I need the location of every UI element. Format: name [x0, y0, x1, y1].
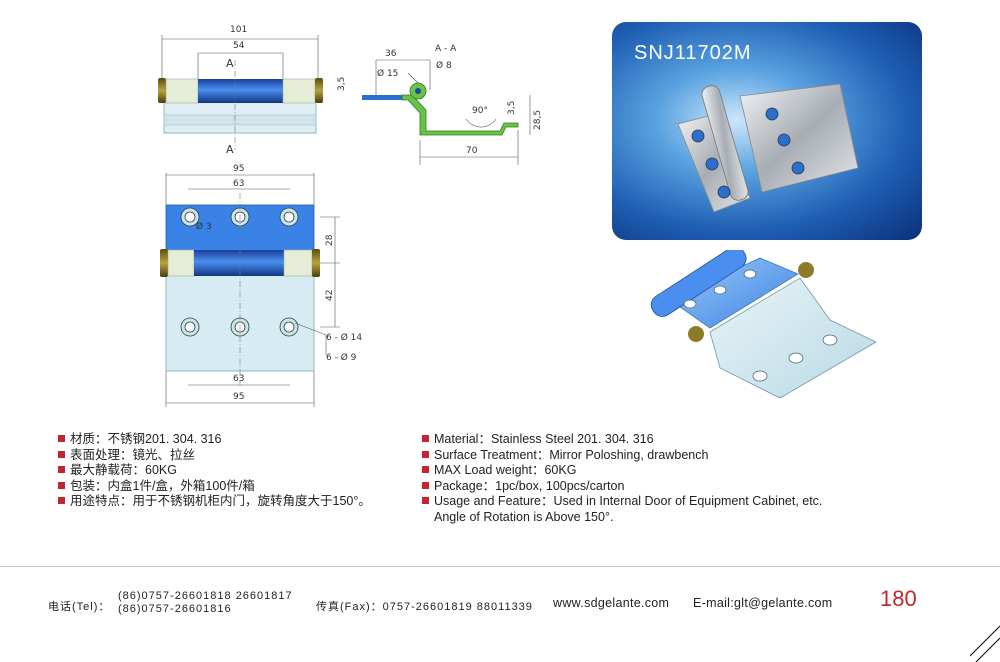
- crop-mark-icon: [970, 625, 1000, 662]
- section-view: A - A 36 Ø 15 Ø 8 3,5 70 90° 3,5 28,5: [337, 44, 543, 165]
- knuckle: [198, 79, 283, 103]
- bullet-icon: [422, 450, 429, 458]
- dim-95-bottom: 95: [233, 392, 244, 402]
- page-number: 180: [880, 586, 917, 611]
- dim-3-5-b: 3,5: [507, 101, 517, 115]
- product-photo: SNJ11702M: [612, 22, 922, 240]
- dim-d3: Ø 3: [196, 221, 212, 232]
- dim-36: 36: [385, 49, 397, 59]
- dim-3-5-a: 3,5: [337, 77, 347, 91]
- dim-d15: Ø 15: [377, 68, 398, 79]
- fax-number: 传真(Fax)：0757-26601819 88011339: [316, 601, 533, 613]
- spec-cn-item: 包装：内盒1件/盒，外箱100件/箱: [58, 479, 371, 495]
- pin-cap-left: [158, 78, 166, 103]
- dim-28-5: 28,5: [533, 110, 543, 130]
- technical-drawing: 101 54 A A A - A 36 Ø 15 Ø 8 3,5 70: [158, 25, 543, 407]
- dim-90deg: 90°: [472, 106, 488, 116]
- hinge-photo-illustration: [677, 83, 859, 213]
- dim-95-top: 95: [233, 164, 244, 174]
- dim-d8: Ø 8: [436, 60, 452, 71]
- specs-cn-list: 材质：不锈钢201. 304. 316 表面处理：镜光、拉丝 最大静载荷：60K…: [58, 432, 371, 510]
- tel-line-2: (86)0757-26601816: [118, 603, 232, 615]
- spec-cn-item: 表面处理：镜光、拉丝: [58, 448, 371, 464]
- footer-divider: [0, 566, 1000, 567]
- dim-101: 101: [230, 25, 247, 35]
- bullet-icon: [422, 481, 429, 489]
- spec-en-item-continued: Angle of Rotation is Above 150°.: [434, 509, 614, 524]
- dim-70: 70: [466, 146, 478, 156]
- tel-line-1: (86)0757-26601818 26601817: [118, 590, 293, 602]
- front-view: 101 54 A A: [158, 25, 323, 156]
- dim-63-bottom: 63: [233, 374, 244, 384]
- callout-9: 6 - Ø 9: [326, 352, 357, 363]
- spec-cn-item: 材质：不锈钢201. 304. 316: [58, 432, 371, 448]
- section-mark-bottom: A: [226, 143, 234, 156]
- bullet-icon: [422, 466, 429, 473]
- bullet-icon: [58, 497, 65, 504]
- spec-en-item: Package：1pc/box, 100pcs/carton: [422, 479, 822, 495]
- spec-cn-item: 最大静载荷：60KG: [58, 463, 371, 479]
- bullet-icon: [58, 435, 65, 442]
- spec-en-item: MAX Load weight：60KG: [422, 463, 822, 479]
- plan-view: 95 63 Ø 3 28 42 6 - Ø 14 6 - Ø 9: [160, 164, 362, 407]
- dim-54: 54: [233, 41, 245, 51]
- spec-en-item: Surface Treatment：Mirror Poloshing, draw…: [422, 448, 822, 464]
- dim-63-top: 63: [233, 179, 244, 189]
- website-link[interactable]: www.sdgelante.com: [553, 596, 670, 610]
- bullet-icon: [422, 497, 429, 504]
- dim-28: 28: [325, 234, 335, 246]
- section-profile: [401, 94, 519, 136]
- email-link[interactable]: E-mail:glt@gelante.com: [693, 596, 833, 610]
- pin-cap-right: [315, 78, 323, 103]
- bullet-icon: [58, 481, 65, 489]
- product-code: SNJ11702M: [634, 42, 752, 64]
- spec-en-item: Usage and Feature：Used in Internal Door …: [422, 494, 822, 510]
- tel-label: 电话(Tel)：: [48, 601, 111, 613]
- section-label: A - A: [435, 44, 457, 54]
- section-mark-top: A: [226, 57, 234, 70]
- dim-42: 42: [325, 290, 335, 301]
- hinge-3d-illustration: [650, 250, 877, 399]
- bullet-icon: [58, 450, 65, 458]
- bullet-icon: [58, 466, 65, 473]
- callout-14: 6 - Ø 14: [326, 332, 362, 343]
- specs-en-list: Material：Stainless Steel 201. 304. 316 S…: [422, 432, 822, 525]
- bullet-icon: [422, 435, 429, 442]
- spec-cn-item: 用途特点：用于不锈钢机柜内门，旋转角度大于150°。: [58, 494, 371, 510]
- spec-en-item: Material：Stainless Steel 201. 304. 316: [422, 432, 822, 448]
